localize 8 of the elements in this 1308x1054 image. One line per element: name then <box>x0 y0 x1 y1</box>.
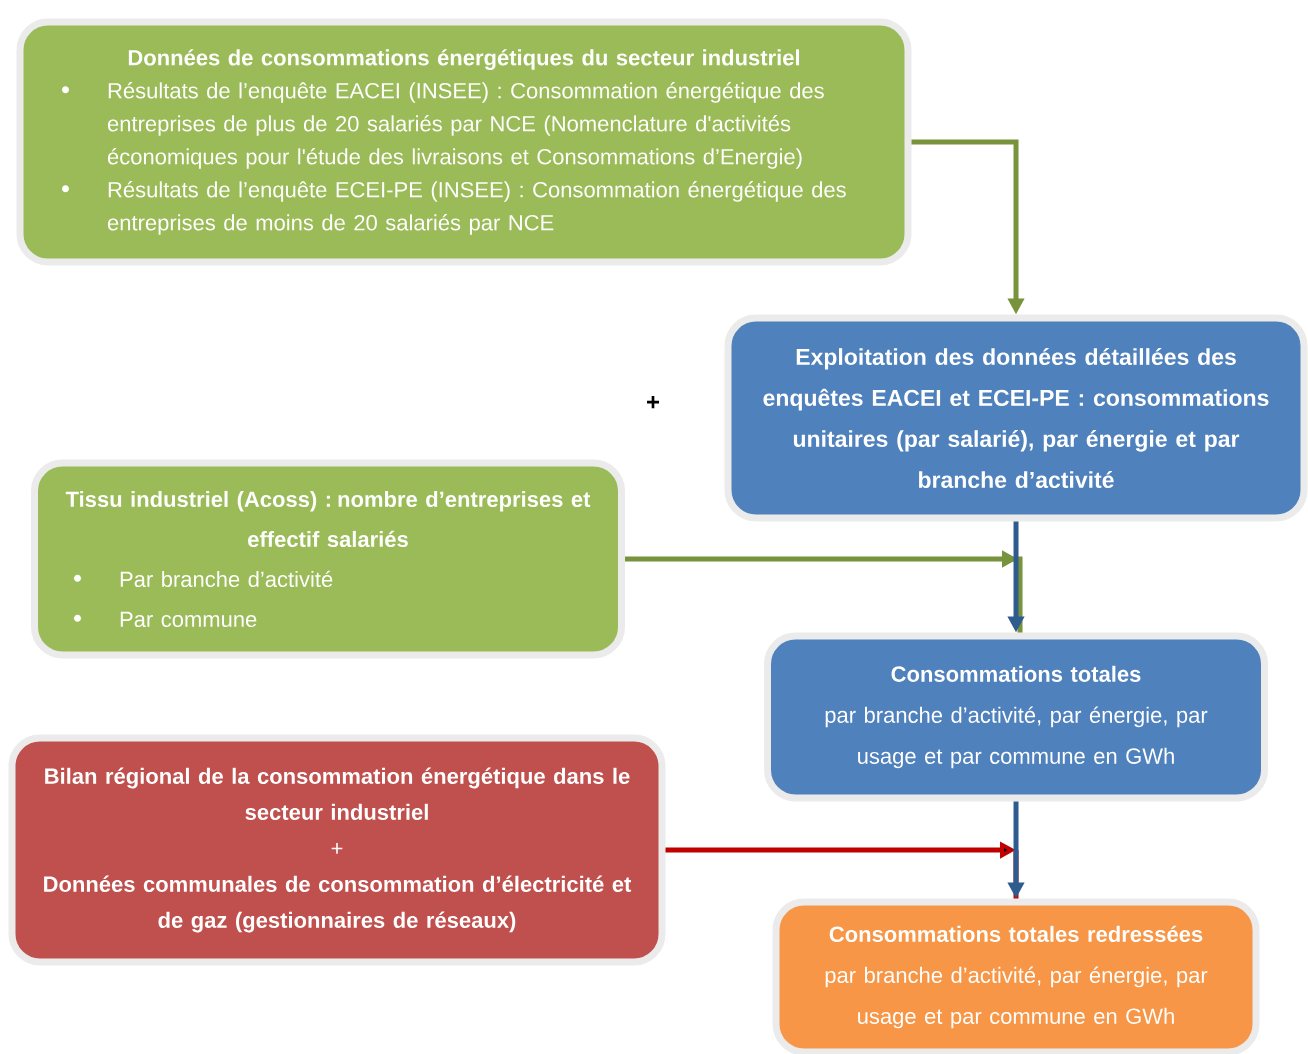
plus-sign: + <box>647 395 660 409</box>
process-box: Données de consommations énergétiques du secteur industriel Résultats de l’enquête EACEI (INSEE) : Consommation énergétique des entreprises de plus de 20 salariés par NCE (Nomenclature d'activités économiques pour l'étude des livraisons et Consommations d’Energie) Résultats de l’enquête ECEI-PE (INSEE) : Consommation énergétique des entreprises de moins de 20 salariés par NCE <box>16 18 912 266</box>
process-box: Tissu industriel (Acoss) : nombre d’entreprises et effectif salariés Par branche d’activité Par commune <box>31 459 625 659</box>
process-box: Consommations totales redressées par branche d’activité, par énergie, par usage et par commune en GWh <box>772 898 1260 1054</box>
process-box: Bilan régional de la consommation énergétique dans le secteur industriel + Données communales de consommation d’électricité et de gaz (gestionnaires de réseaux) <box>8 734 666 966</box>
process-box: Exploitation des données détaillées des enquêtes EACEI et ECEI-PE : consommations unitaires (par salarié), par énergie et par branche d’activité <box>724 314 1308 522</box>
arrow <box>625 550 1023 633</box>
process-box: Consommations totales par branche d’activité, par énergie, par usage et par commune en GWh <box>764 632 1268 802</box>
